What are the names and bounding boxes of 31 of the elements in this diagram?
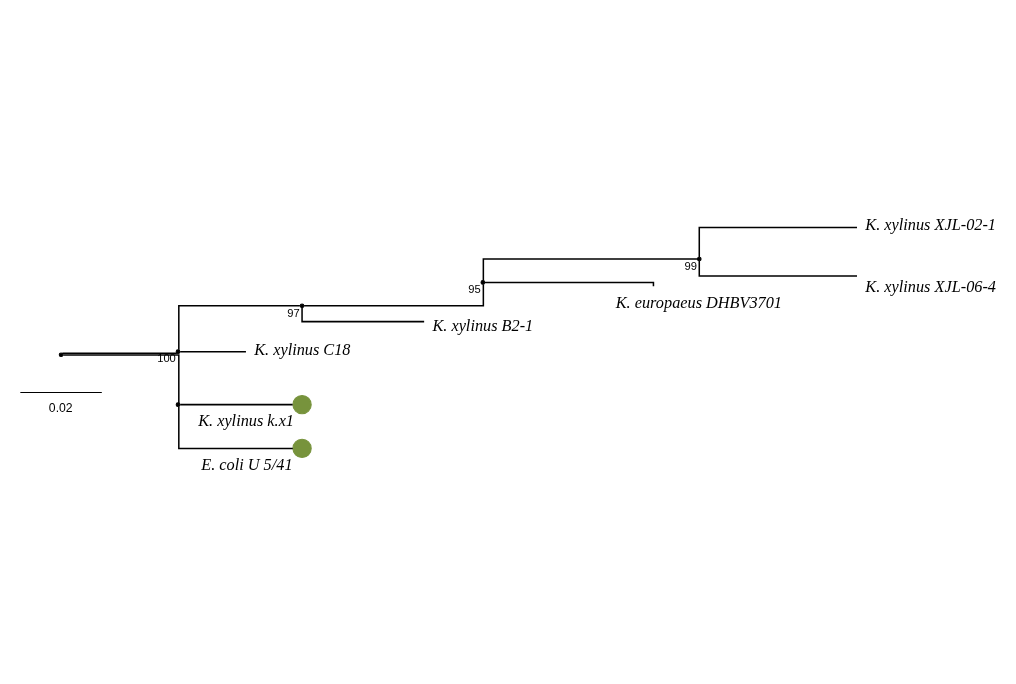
- node-point: [58, 351, 64, 357]
- node-point: [299, 303, 305, 308]
- node-point: [175, 401, 181, 407]
- node-point: [480, 279, 486, 285]
- connector: [178, 304, 301, 350]
- node-text: K. xylinus XJL-02-1: [865, 214, 996, 234]
- connector: [482, 257, 699, 281]
- node-label: E. coli U 5/41: [201, 454, 293, 474]
- node-text: K. xylinus B2-1: [432, 315, 534, 335]
- node-text: K. xylinus C18: [254, 339, 351, 359]
- connector: [179, 350, 247, 352]
- connector: [61, 351, 178, 354]
- node-label: 97: [287, 306, 300, 319]
- node-point: [696, 256, 702, 261]
- connector: [178, 405, 294, 449]
- connector: [301, 306, 425, 322]
- node-text: K. xylinus XJL-06-4: [865, 276, 996, 296]
- node-label: K. xylinus k.x1: [198, 410, 295, 430]
- connector: [698, 226, 858, 258]
- connector: [484, 281, 655, 287]
- node-circle: [292, 394, 312, 414]
- connector: [62, 353, 180, 404]
- connector: [698, 259, 858, 277]
- node-circle: [292, 438, 312, 458]
- node-label: 99: [684, 259, 698, 272]
- node-point: [175, 348, 181, 354]
- node-label: 95: [468, 282, 481, 295]
- label: 0.02: [48, 400, 73, 415]
- connector: [303, 282, 485, 307]
- node-text: K. europaeus DHBV3701: [615, 292, 783, 312]
- connector: [179, 403, 294, 405]
